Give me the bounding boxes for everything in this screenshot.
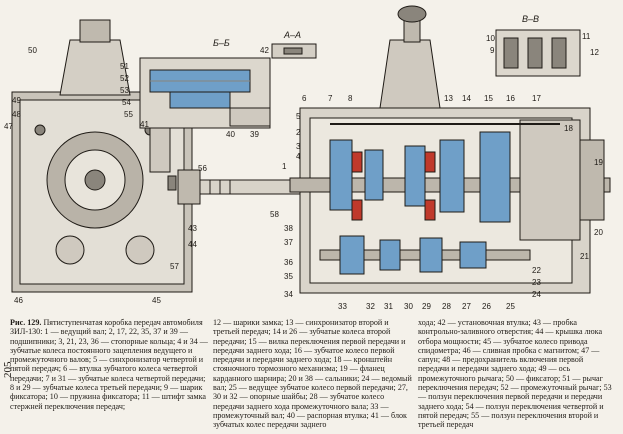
- figure-title: Рис. 129.: [10, 318, 42, 327]
- callout: 50: [28, 46, 37, 55]
- section-label-bb: Б–Б: [213, 38, 230, 48]
- callout: 57: [170, 262, 179, 271]
- callout: 24: [532, 290, 541, 299]
- callout: 28: [442, 302, 451, 311]
- caption-column-3: хода; 42 — установочная втулка; 43 — про…: [418, 318, 612, 430]
- callout: 1: [282, 162, 287, 171]
- callout: 47: [4, 122, 13, 131]
- figure-caption: Рис. 129. Пятиступенчатая коробка переда…: [10, 318, 616, 432]
- callout: 56: [198, 164, 207, 173]
- callout: 35: [284, 272, 293, 281]
- callout: 16: [506, 94, 515, 103]
- callout: 36: [284, 258, 293, 267]
- callout: 22: [532, 266, 541, 275]
- callout: 42: [260, 46, 269, 55]
- callout: 25: [506, 302, 515, 311]
- callout: 30: [404, 302, 413, 311]
- callout: 9: [490, 46, 495, 55]
- callout: 20: [594, 228, 603, 237]
- callout: 44: [188, 240, 197, 249]
- callout: 23: [532, 278, 541, 287]
- callout: 4: [296, 152, 301, 161]
- callout: 54: [122, 98, 131, 107]
- section-aa: [271, 43, 317, 59]
- callout: 34: [284, 290, 293, 299]
- callout: 26: [482, 302, 491, 311]
- callout: 46: [14, 296, 23, 305]
- callout: 21: [580, 252, 589, 261]
- section-label-aa: А–А: [284, 30, 302, 40]
- gearbox-drawing: [11, 5, 611, 294]
- callout: 53: [120, 86, 129, 95]
- callout: 19: [594, 158, 603, 167]
- callout: 5: [296, 112, 301, 121]
- callout: 17: [532, 94, 541, 103]
- caption-text-1: Пятиступенчатая коробка передач автомоби…: [10, 318, 208, 411]
- callout: 13: [444, 94, 453, 103]
- callout: 2: [296, 128, 301, 137]
- callout: 10: [486, 34, 495, 43]
- callout: 58: [270, 210, 279, 219]
- callout: 11: [582, 32, 591, 41]
- callout: 38: [284, 224, 293, 233]
- callout: 37: [284, 238, 293, 247]
- callout: 51: [120, 62, 129, 71]
- main-section: [289, 5, 611, 294]
- callout: 39: [250, 130, 259, 139]
- callout: 7: [328, 94, 333, 103]
- callout: 33: [338, 302, 347, 311]
- section-label-vv: В–В: [522, 14, 540, 24]
- callout: 31: [384, 302, 393, 311]
- section-bb: [139, 57, 271, 129]
- callout: 32: [366, 302, 375, 311]
- callout: 43: [188, 224, 197, 233]
- callout: 18: [564, 124, 573, 133]
- callout: 41: [140, 120, 149, 129]
- callout: 55: [124, 110, 133, 119]
- callout: 14: [462, 94, 471, 103]
- callout: 12: [590, 48, 599, 57]
- callout: 40: [226, 130, 235, 139]
- section-vv: [495, 29, 581, 77]
- output-shaft-drawing: [177, 169, 301, 205]
- callout: 52: [120, 74, 129, 83]
- callout: 3: [296, 142, 301, 151]
- callout: 48: [12, 110, 21, 119]
- callout: 49: [12, 96, 21, 105]
- callout: 6: [302, 94, 307, 103]
- callout: 27: [462, 302, 471, 311]
- callout: 29: [422, 302, 431, 311]
- caption-column-2: 12 — шарики замка; 13 — синхронизатор вт…: [213, 318, 412, 430]
- caption-column-1: Рис. 129. Пятиступенчатая коробка переда…: [10, 318, 208, 411]
- callout: 15: [484, 94, 493, 103]
- callout: 45: [152, 296, 161, 305]
- callout: 8: [348, 94, 353, 103]
